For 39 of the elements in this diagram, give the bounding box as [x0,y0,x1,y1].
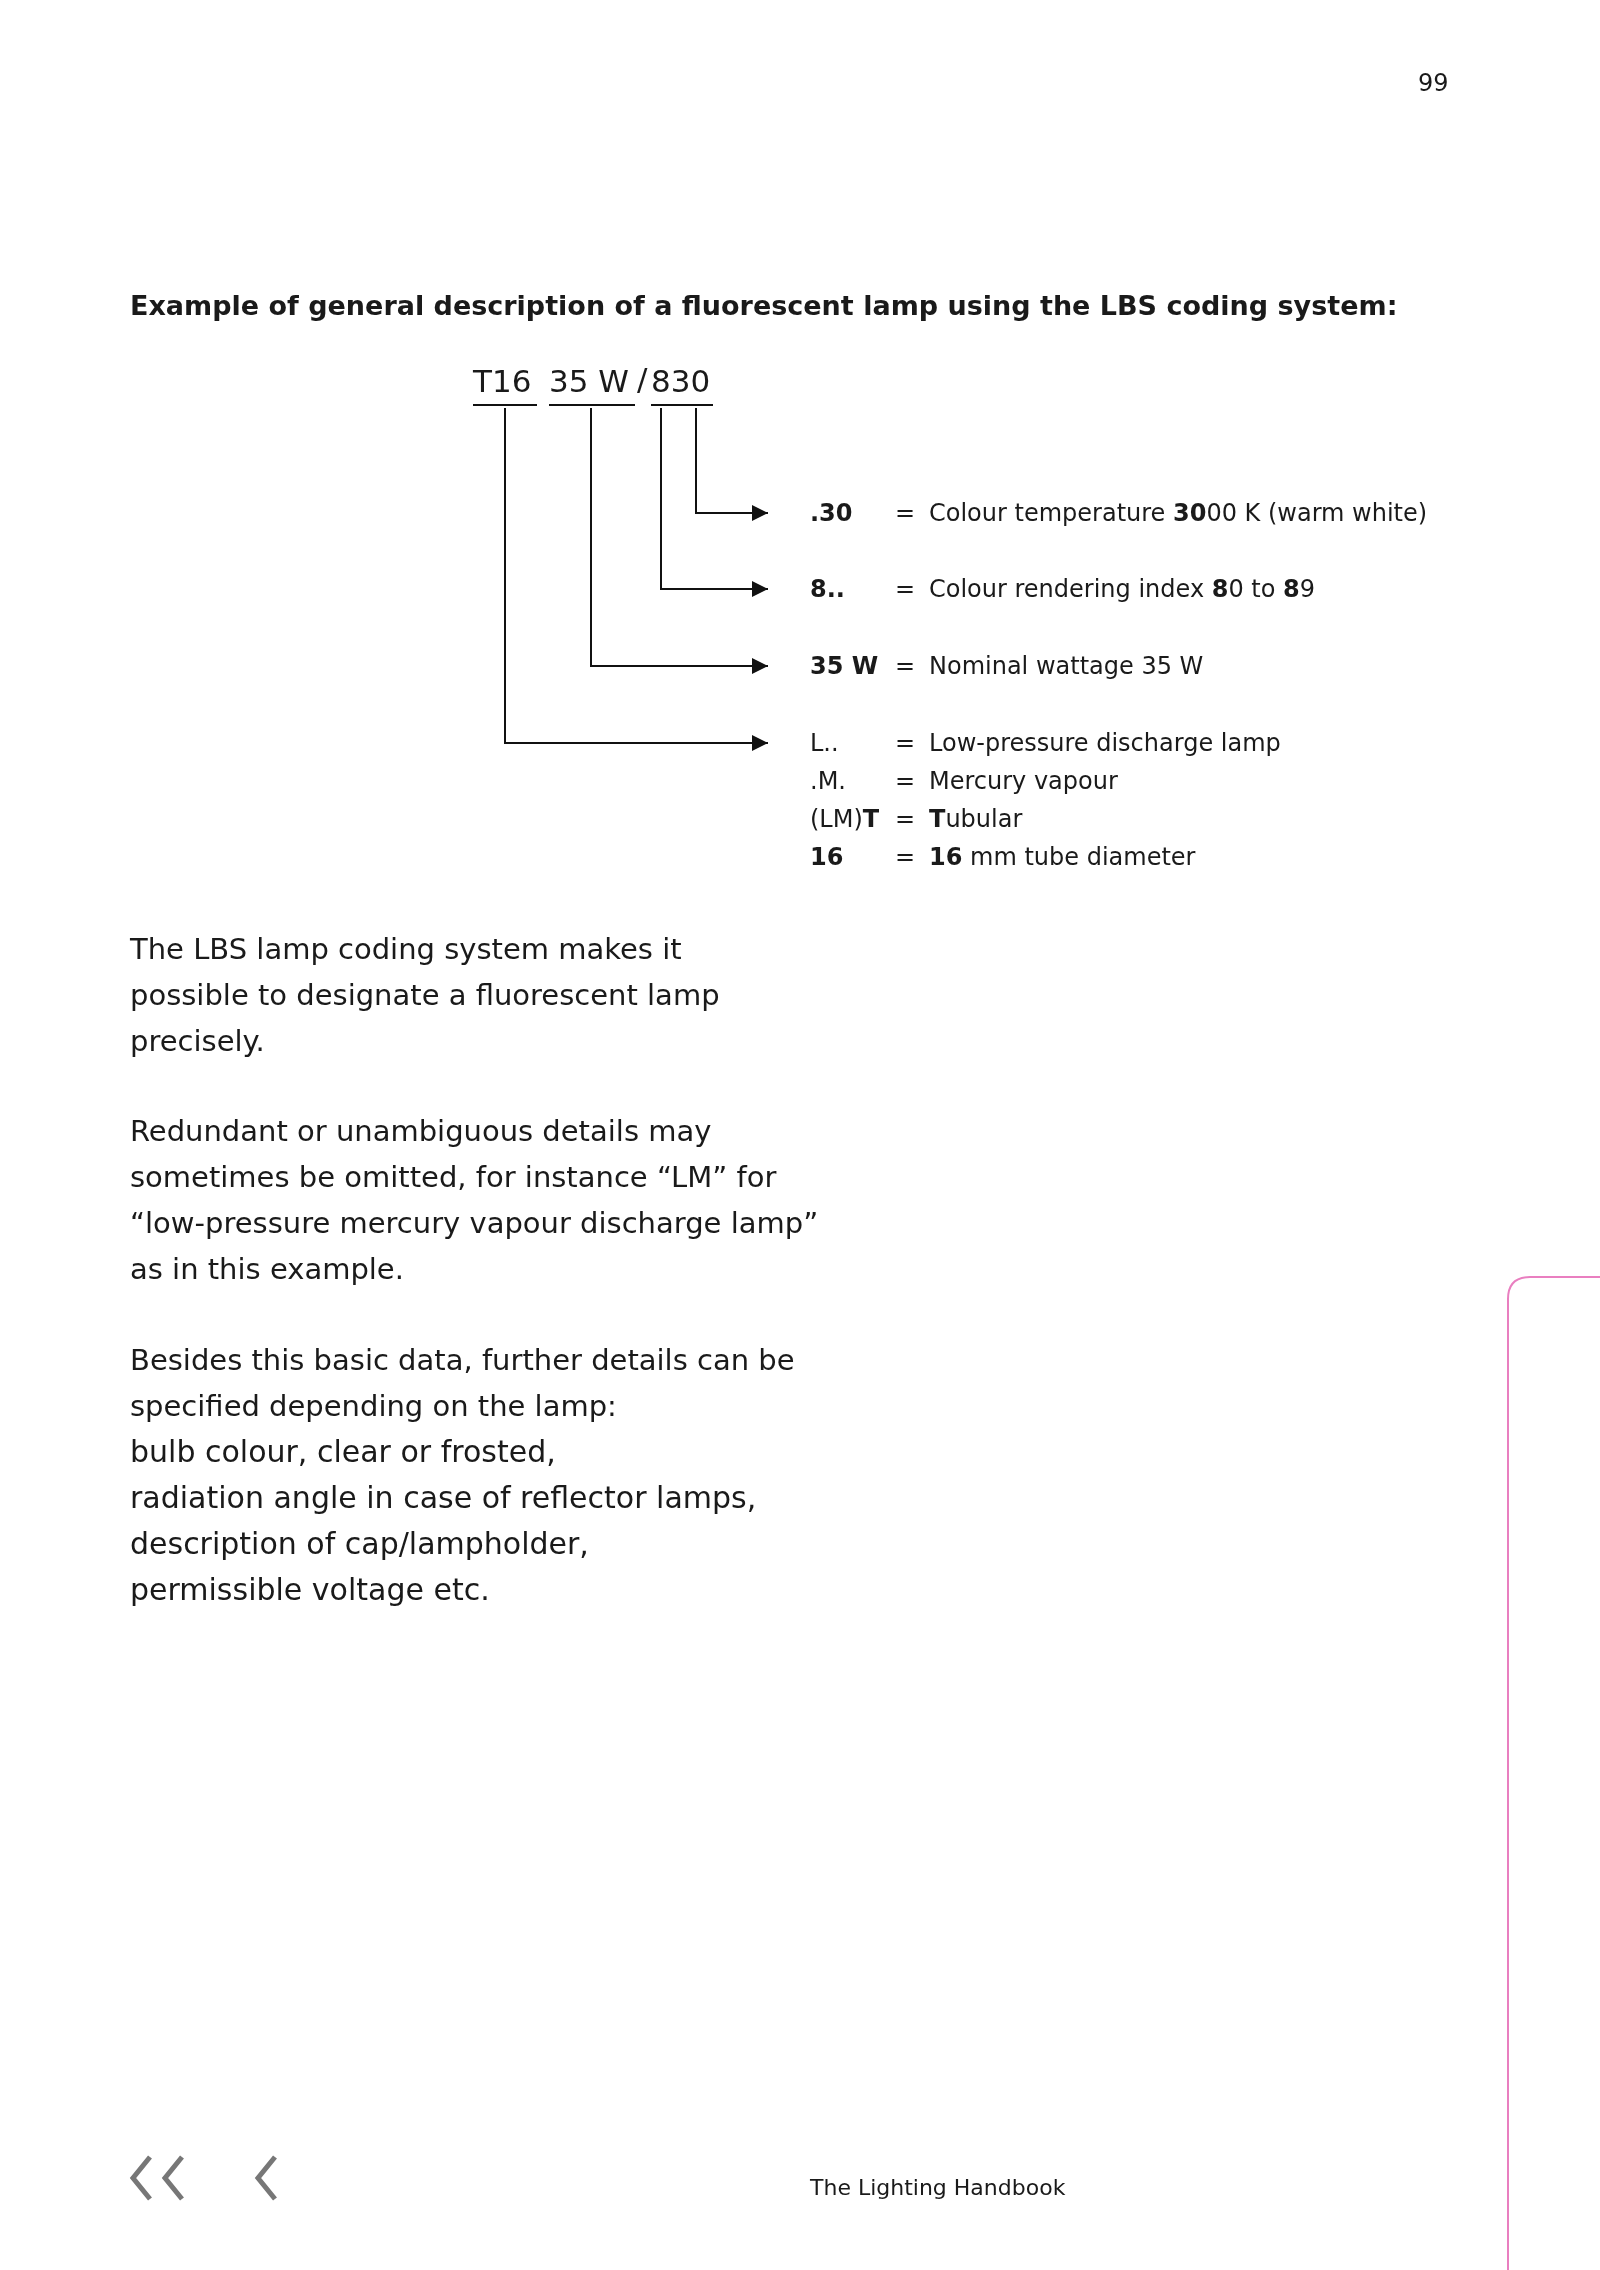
code-segment: 35 W [549,358,635,406]
code-segment: T16 [473,358,537,406]
code-label: 35 W [810,651,879,682]
paragraph: Besides this basic data, further details can be specified depending on the lamp: [130,1342,796,1425]
equals-sign: = [895,728,916,759]
code-label: L.. [810,728,839,759]
code-label: .30 [810,498,853,529]
code-label: 16 [810,842,844,873]
arrow [660,407,769,597]
equals-sign: = [895,766,916,797]
list-line: bulb colour, clear or frosted, [130,1433,556,1471]
list-line: description of cap/lampholder, [130,1525,589,1563]
heading: Example of general description of a fluorescent lamp using the LBS coding system: [130,290,1398,321]
description-text: Colour temperature 3000 K (warm white) [929,498,1428,529]
description-text: Tubular [929,804,1023,835]
equals-sign: = [895,651,916,682]
description-text: Colour rendering index 80 to 89 [929,574,1316,605]
equals-sign: = [895,574,916,605]
arrow [504,407,769,751]
slash: / [637,360,648,399]
description-text: Nominal wattage 35 W [929,651,1204,682]
equals-sign: = [895,842,916,873]
description-text: Low-pressure discharge lamp [929,728,1281,759]
code-label: .M. [810,766,846,797]
description-text: Mercury vapour [929,766,1118,797]
code-segment: 830 [651,358,713,406]
description-text: 16 mm tube diameter [929,842,1196,873]
paragraph: Redundant or unambiguous details may sometimes be omitted, for instance “LM” for “low-pressure mercury vapour discharge lamp” as in this example. [130,1113,820,1288]
paragraph: The LBS lamp coding system makes it possible to designate a fluorescent lamp precisely. [130,931,721,1060]
page-number: 99 [1418,68,1449,99]
code-label: (LM)T [810,804,880,835]
footer-text: The Lighting Handbook [810,2174,1066,2202]
list-line: radiation angle in case of reflector lamps, [130,1479,757,1517]
equals-sign: = [895,498,916,529]
equals-sign: = [895,804,916,835]
arrow [695,407,769,521]
list-line: permissible voltage etc. [130,1571,490,1609]
code-label: 8.. [810,574,845,605]
arrow [590,407,769,674]
